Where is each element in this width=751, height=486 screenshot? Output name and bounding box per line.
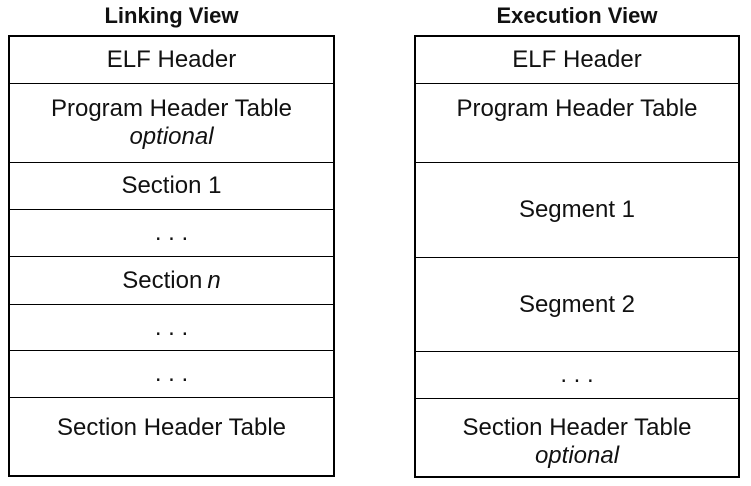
row-label: Section Header Table bbox=[462, 414, 692, 441]
execution-row-section-header-table: Section Header Table optional bbox=[416, 398, 738, 476]
row-label: ELF Header bbox=[106, 46, 237, 73]
row-label: Program Header Table bbox=[456, 95, 698, 122]
row-label: . . . bbox=[154, 219, 189, 246]
execution-row-elf-header: ELF Header bbox=[416, 37, 738, 83]
linking-row-elf-header: ELF Header bbox=[10, 37, 333, 83]
row-note-optional: optional bbox=[534, 442, 620, 469]
execution-view-panel: Execution View ELF Header Program Header… bbox=[414, 3, 740, 478]
linking-view-box: ELF Header Program Header Table optional… bbox=[8, 35, 335, 477]
row-label: . . . bbox=[560, 361, 594, 388]
row-note-optional: optional bbox=[129, 123, 214, 150]
linking-row-ellipsis-2: . . . bbox=[10, 304, 333, 350]
linking-row-ellipsis-1: . . . bbox=[10, 209, 333, 256]
row-label: Section Header Table bbox=[56, 414, 287, 441]
linking-view-panel: Linking View ELF Header Program Header T… bbox=[8, 3, 335, 477]
execution-row-segment-1: Segment 1 bbox=[416, 162, 738, 257]
row-label: Segment 1 bbox=[518, 196, 636, 223]
linking-row-ellipsis-3: . . . bbox=[10, 350, 333, 397]
row-label: Program Header Table bbox=[50, 95, 293, 122]
linking-row-program-header-table: Program Header Table optional bbox=[10, 83, 333, 162]
linking-view-title: Linking View bbox=[104, 3, 239, 28]
row-label-variable-n: n bbox=[207, 266, 221, 294]
execution-row-segment-2: Segment 2 bbox=[416, 257, 738, 351]
row-label: . . . bbox=[154, 313, 189, 341]
linking-row-section-header-table: Section Header Table bbox=[10, 397, 333, 475]
row-label: ELF Header bbox=[512, 46, 642, 73]
row-label: Section 1 bbox=[121, 172, 222, 199]
execution-view-title: Execution View bbox=[496, 3, 658, 28]
row-label: Segment 2 bbox=[518, 290, 636, 318]
execution-row-ellipsis-1: . . . bbox=[416, 351, 738, 398]
linking-row-section-1: Section 1 bbox=[10, 162, 333, 209]
execution-view-box: ELF Header Program Header Table Segment … bbox=[414, 35, 740, 478]
row-label: . . . bbox=[154, 360, 189, 387]
execution-row-program-header-table: Program Header Table bbox=[416, 83, 738, 162]
